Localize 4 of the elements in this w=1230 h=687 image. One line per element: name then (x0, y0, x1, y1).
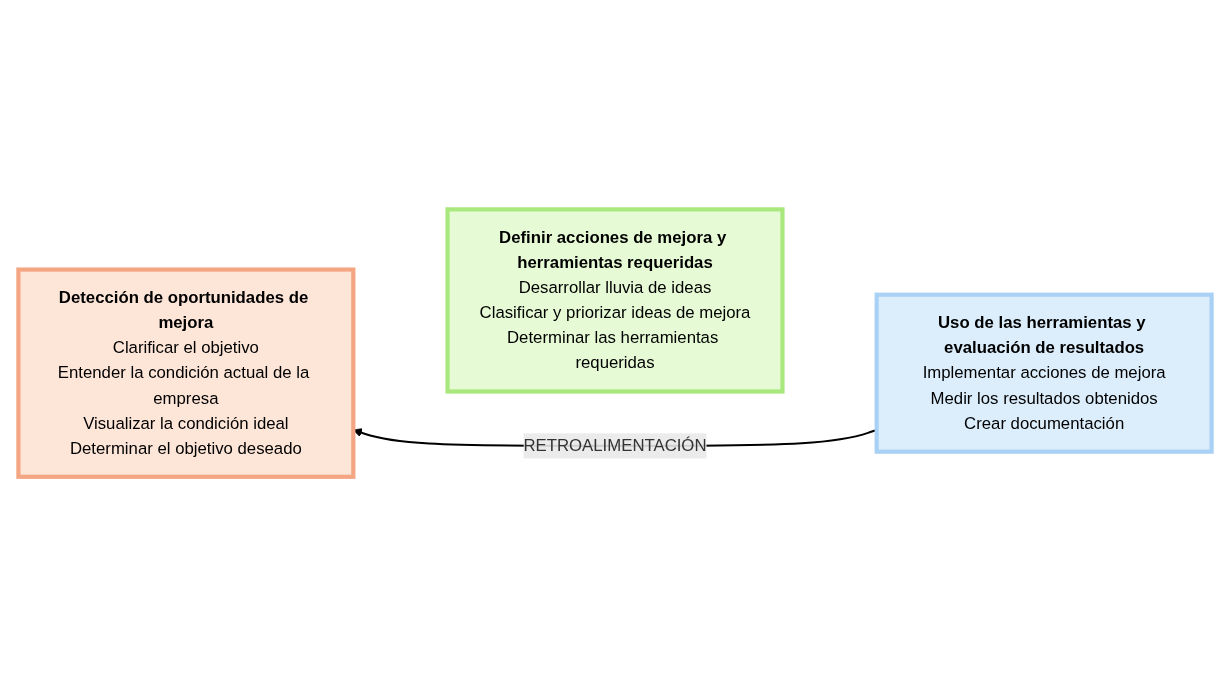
node-box: Uso de las herramientas y evaluación de resultados Implementar acciones de mejora Medir los resultados obtenidos Crear documentación (874, 293, 1214, 455)
node-box: Detección de oportunidades de mejora Clarificar el objetivo Entender la condición actual de la empresa Visualizar la condición ideal Determinar el objetivo deseado (16, 267, 356, 480)
node-box: Definir acciones de mejora y herramientas requeridas Desarrollar lluvia de ideas Clasificar y priorizar ideas de mejora Determinar las herramientas requeridas (445, 207, 785, 394)
edge-label: RETROALIMENTACIÓN (523, 436, 707, 455)
